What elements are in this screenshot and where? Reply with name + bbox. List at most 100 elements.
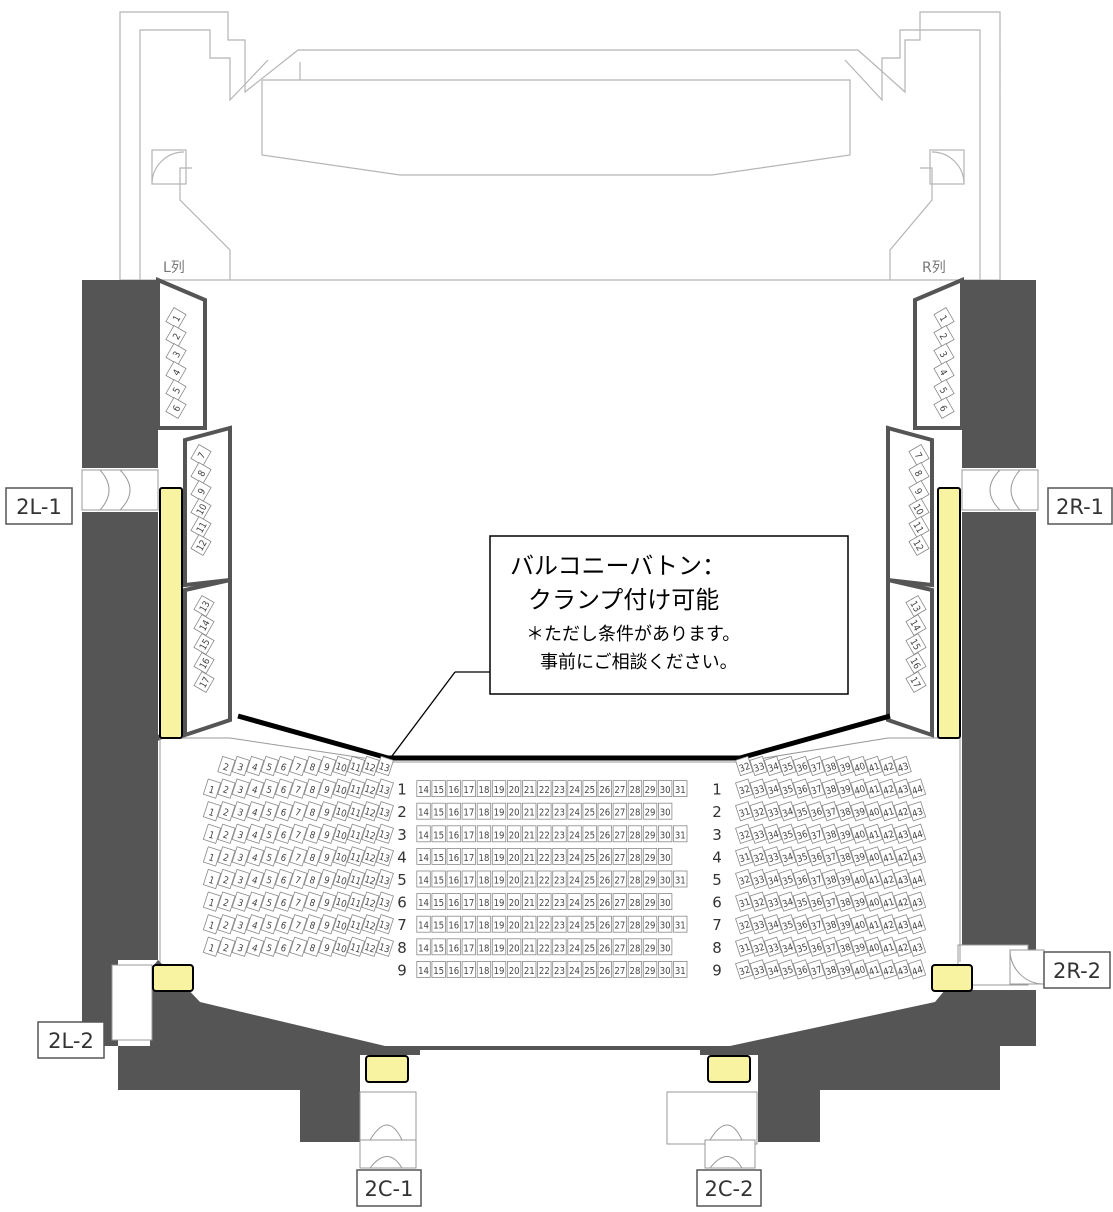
seat-left[interactable]: 3 [231,936,250,957]
seat-left[interactable]: 1 [202,891,222,912]
seat-center[interactable]: 18 [476,802,492,820]
seat-center[interactable]: 22 [537,938,552,956]
seat-left[interactable]: 5 [260,755,279,777]
seat-center[interactable]: 31 [673,961,688,978]
seat-center[interactable]: 24 [567,825,582,843]
seat-center[interactable]: 24 [567,915,582,933]
seat-center[interactable]: 19 [491,780,507,797]
seat-center[interactable]: 18 [476,893,492,910]
seat-left[interactable]: 10 [332,755,351,777]
seat-center[interactable]: 18 [476,915,492,933]
seat-right[interactable]: 41 [864,868,883,890]
seat-center[interactable]: 25 [582,915,597,933]
seat-center[interactable]: 21 [522,825,537,843]
seat-left[interactable]: 6 [274,936,294,957]
seat-center[interactable]: 25 [582,802,597,820]
seat-right[interactable]: 32 [749,801,768,822]
seat-left[interactable]: 11 [346,891,366,912]
seat-left[interactable]: 9 [318,778,337,799]
seat-left[interactable]: 7 [289,846,308,867]
balcony-right-seat[interactable]: 6 [933,397,955,419]
seat-right[interactable]: 43 [893,868,912,890]
seat-left[interactable]: 4 [246,914,265,935]
seat-center[interactable]: 30 [658,915,673,933]
seat-right[interactable]: 42 [893,846,912,867]
seat-right[interactable]: 37 [821,891,840,912]
seat-left[interactable]: 12 [361,801,380,822]
seat-center[interactable]: 25 [582,893,597,910]
seat-left[interactable]: 10 [332,823,351,844]
seat-right[interactable]: 43 [893,778,912,799]
seat-left[interactable]: 5 [260,846,279,867]
seat-right[interactable]: 40 [850,868,869,890]
balcony-left-seat[interactable]: 10 [190,498,212,520]
balcony-right-seat[interactable]: 4 [933,361,955,383]
balcony-left-seat[interactable]: 9 [190,480,212,502]
seat-right[interactable]: 44 [907,959,927,980]
seat-right[interactable]: 38 [821,914,840,935]
seat-right[interactable]: 38 [821,755,840,777]
seat-center[interactable]: 18 [476,848,492,865]
seat-center[interactable]: 26 [597,915,612,933]
seat-left[interactable]: 2 [217,755,236,777]
seat-right[interactable]: 44 [907,868,927,890]
seat-right[interactable]: 35 [778,778,797,799]
seat-right[interactable]: 41 [864,959,883,980]
seat-right[interactable]: 43 [907,801,927,822]
seat-center[interactable]: 14 [416,780,431,797]
seat-right[interactable]: 39 [835,778,855,799]
seat-right[interactable]: 37 [807,959,826,980]
balcony-left-seat[interactable]: 14 [193,614,215,636]
seat-center[interactable]: 21 [522,893,537,910]
seat-left[interactable]: 11 [346,914,366,935]
seat-left[interactable]: 9 [318,891,337,912]
balcony-left-seat[interactable]: 17 [193,671,215,693]
seat-right[interactable]: 33 [749,914,768,935]
seat-center[interactable]: 15 [431,870,446,888]
seat-center[interactable]: 29 [642,802,658,820]
seat-center[interactable]: 27 [612,893,627,910]
seat-left[interactable]: 13 [375,801,394,822]
seat-center[interactable]: 25 [582,848,597,865]
seat-center[interactable]: 17 [461,915,477,933]
seat-center[interactable]: 20 [507,802,522,820]
seat-center[interactable]: 18 [476,961,492,978]
seat-center[interactable]: 19 [491,961,507,978]
balcony-right-seat[interactable]: 5 [933,379,955,401]
balcony-right-seat[interactable]: 3 [933,343,955,365]
seat-right[interactable]: 32 [735,914,754,935]
seat-center[interactable]: 30 [658,802,673,820]
seat-center[interactable]: 14 [416,915,431,933]
seat-center[interactable]: 20 [507,961,522,978]
seat-left[interactable]: 3 [231,778,250,799]
seat-right[interactable]: 35 [792,846,811,867]
seat-center[interactable]: 25 [582,825,597,843]
seat-left[interactable]: 6 [274,868,294,890]
seat-center[interactable]: 26 [597,780,612,797]
seat-right[interactable]: 43 [907,936,927,957]
seat-right[interactable]: 37 [807,914,826,935]
seat-left[interactable]: 10 [332,778,351,799]
seat-left[interactable]: 8 [303,846,322,867]
seat-left[interactable]: 8 [303,801,322,822]
seat-left[interactable]: 4 [246,936,265,957]
seat-right[interactable]: 34 [763,959,783,980]
seat-right[interactable]: 34 [763,778,783,799]
seat-center[interactable]: 31 [673,780,688,797]
seat-right[interactable]: 42 [879,868,898,890]
seat-right[interactable]: 40 [850,914,869,935]
seat-right[interactable]: 36 [792,755,811,777]
seat-left[interactable]: 3 [231,914,250,935]
seat-right[interactable]: 38 [835,936,855,957]
seat-right[interactable]: 42 [879,823,898,844]
seat-left[interactable]: 12 [361,936,380,957]
seat-right[interactable]: 39 [850,891,869,912]
seat-right[interactable]: 36 [792,959,811,980]
seat-right[interactable]: 35 [792,801,811,822]
seat-center[interactable]: 20 [507,870,522,888]
seat-right[interactable]: 32 [735,778,754,799]
seat-center[interactable]: 22 [537,961,552,978]
seat-left[interactable]: 2 [217,891,236,912]
seat-center[interactable]: 25 [582,780,597,797]
seat-center[interactable]: 22 [537,915,552,933]
